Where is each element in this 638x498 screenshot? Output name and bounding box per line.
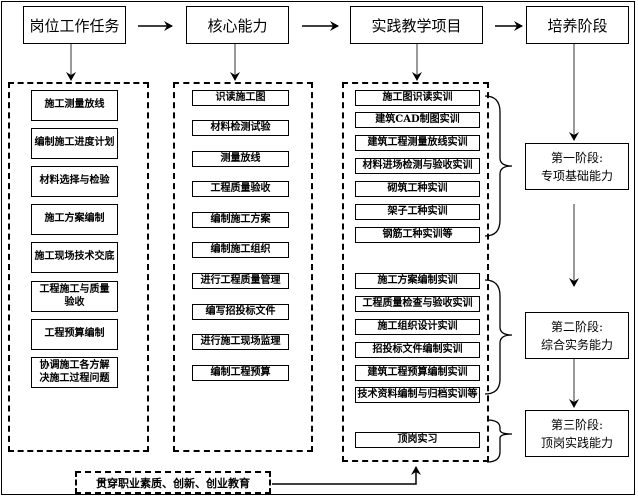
stage-subtitle: 专项基础能力 bbox=[540, 168, 613, 183]
practice-project-item: 顶岗实习 bbox=[355, 432, 480, 448]
practice-project-item: 建筑CAD制图实训 bbox=[355, 112, 480, 128]
stage-title: 第二阶段: bbox=[550, 319, 604, 334]
practice-project-item: 材料进场检测与验收实训 bbox=[355, 158, 480, 174]
core-ability-item: 编写招投标文件 bbox=[192, 304, 289, 320]
stage-box: 第三阶段: 顶岗实践能力 bbox=[525, 410, 629, 457]
core-ability-item: 工程质量验收 bbox=[192, 181, 289, 197]
job-task-item: 施工现场技术交底 bbox=[31, 242, 118, 273]
stage-subtitle: 综合实务能力 bbox=[540, 337, 613, 352]
bottom-connector bbox=[272, 466, 421, 485]
job-task-item: 材料选择与检验 bbox=[31, 166, 118, 197]
job-task-item: 工程施工与质量验收 bbox=[31, 281, 118, 312]
brace-icon bbox=[486, 419, 513, 463]
core-ability-item: 编制工程预算 bbox=[192, 365, 289, 381]
stage-title: 第三阶段: bbox=[550, 417, 604, 432]
core-ability-item: 编制施工组织 bbox=[192, 242, 289, 258]
job-task-item: 工程预算编制 bbox=[31, 319, 118, 350]
header-core-abilities: 核心能力 bbox=[186, 6, 289, 44]
header-practice-projects: 实践教学项目 bbox=[350, 6, 483, 44]
core-ability-item: 识读施工图 bbox=[192, 90, 289, 106]
practice-project-item: 架子工种实训 bbox=[355, 204, 480, 220]
practice-project-item: 建筑工程测量放线实训 bbox=[355, 135, 480, 151]
practice-projects-container bbox=[342, 82, 489, 462]
practice-project-item: 施工图识读实训 bbox=[355, 90, 480, 106]
header-job-tasks: 岗位工作任务 bbox=[23, 6, 126, 44]
job-task-item: 协调施工各方解决施工过程问题 bbox=[31, 357, 118, 388]
practice-project-item: 技术资料编制与归档实训等 bbox=[355, 387, 480, 403]
core-ability-item: 测量放线 bbox=[192, 151, 289, 167]
practice-project-item: 砌筑工种实训 bbox=[355, 181, 480, 197]
brace-icon bbox=[484, 279, 513, 395]
core-ability-item: 编制施工方案 bbox=[192, 212, 289, 228]
practice-project-item: 建筑工程预算编制实训 bbox=[355, 365, 480, 381]
stage-subtitle: 顶岗实践能力 bbox=[540, 435, 613, 450]
practice-project-item: 钢筋工种实训等 bbox=[355, 227, 480, 243]
core-ability-item: 材料检测试验 bbox=[192, 120, 289, 136]
practice-project-item: 施工方案编制实训 bbox=[355, 273, 480, 289]
header-training-stages: 培养阶段 bbox=[526, 6, 629, 44]
core-ability-item: 进行工程质量管理 bbox=[192, 273, 289, 289]
bottom-note: 贯穿职业素质、创新、创业教育 bbox=[75, 471, 271, 494]
core-abilities-container bbox=[173, 82, 313, 452]
job-task-item: 施工测量放线 bbox=[31, 90, 118, 121]
stage-box: 第一阶段: 专项基础能力 bbox=[525, 143, 629, 190]
stage-title: 第一阶段: bbox=[550, 150, 604, 165]
brace-icon bbox=[484, 95, 513, 237]
job-tasks-container bbox=[8, 82, 149, 452]
practice-project-item: 工程质量检查与验收实训 bbox=[355, 296, 480, 312]
practice-project-item: 施工组织设计实训 bbox=[355, 319, 480, 335]
job-task-item: 施工方案编制 bbox=[31, 204, 118, 235]
stage-box: 第二阶段: 综合实务能力 bbox=[525, 312, 629, 359]
job-task-item: 编制施工进度计划 bbox=[31, 128, 118, 159]
practice-project-item: 招投标文件编制实训 bbox=[355, 342, 480, 358]
core-ability-item: 进行施工现场监理 bbox=[192, 334, 289, 350]
